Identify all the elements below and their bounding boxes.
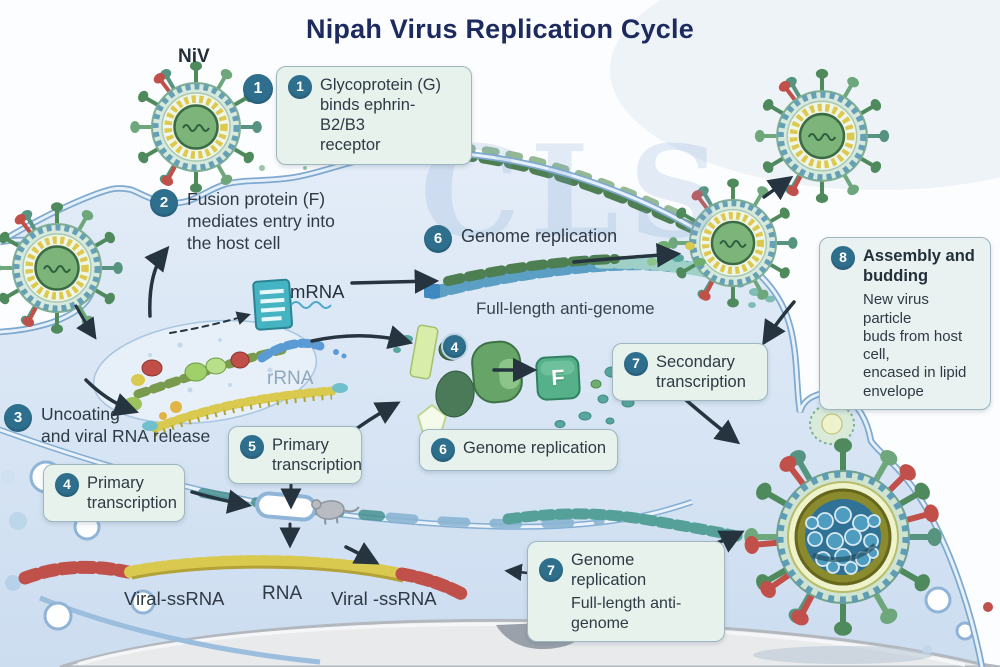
anti-genome-label: Full-length anti-genome [476,299,655,318]
mouse-figure [311,499,360,525]
viral-ssrna-right-label: Viral -ssRNA [331,588,437,609]
mrna-wave [290,301,332,309]
step5-box: 5 Primary transcription [228,426,362,485]
f-protein-label: F [550,364,566,391]
nuclear-pore [255,491,317,522]
flow-arrows [74,175,796,582]
step6-upper-label: 6 Genome replication [424,225,617,253]
mrna-label: mRNA [290,281,345,302]
step3-label: 3 Uncoating and viral RNA release [4,404,210,448]
step7-genome-badge: 7 [539,558,563,583]
step3-badge: 3 [4,404,32,432]
step7-genome-box: 7 Genome replication Full-length anti-ge… [527,541,725,643]
viral-ssrna-strand [18,555,469,601]
step1-box: 1 Glycoprotein (G) binds ephrin-B2/B3 re… [276,66,472,165]
cluster-badge: 4 [441,333,468,360]
virus-assembling-cutaway [744,438,942,635]
step1-badge-large: 1 [243,74,273,104]
bottom-genome-chain [502,508,748,543]
step6-lower-badge: 6 [431,438,455,462]
rna-label: RNA [262,583,303,604]
step2-label: 2 Fusion protein (F) mediates entry into… [150,189,335,255]
virus-shadow [753,646,933,664]
step4-box: 4 Primary transcription [43,464,185,523]
step5-text: Primary transcription [272,436,362,475]
step6-upper-text: Genome replication [461,226,618,246]
step1-badge: 1 [288,75,312,99]
mrna-icon [252,278,293,331]
step2-badge: 2 [150,189,178,217]
step7-genome-text: Genome replication [571,551,647,590]
step6-lower-text: Genome replication [463,439,607,457]
membrane-fold [39,595,321,665]
step4-badge: 4 [55,473,79,497]
step6-upper-badge: 6 [424,225,452,253]
step8-box: 8 Assembly and budding New virus particl… [819,237,991,411]
step6-lower-box: 6 Genome replication [419,429,619,471]
step7-secondary-badge: 7 [624,352,648,376]
virus-label-niv: NiV [178,46,210,67]
step7-secondary-box: 7 Secondary transcription [612,343,768,402]
step8-badge: 8 [831,246,855,270]
step8-body: New virus particle buds from host cell, … [863,291,967,400]
page-title: Nipah Virus Replication Cycle [306,14,694,44]
budding-pocket [809,403,855,445]
step1-text: Glycoprotein (G) binds ephrin-B2/B3 rece… [320,76,442,155]
step5-badge: 5 [240,435,264,459]
step4-text: Primary transcription [87,474,177,513]
viral-ssrna-left-label: Viral-ssRNA [124,588,225,609]
step3-text: Uncoating and viral RNA release [41,404,211,446]
released-rna-strand [142,338,348,437]
step7-secondary-text: Secondary transcription [656,353,746,392]
step2-text: Fusion protein (F) mediates entry into t… [187,189,335,253]
rrna-label: rRNA [267,368,314,389]
step7-genome-subtext: Full-length anti-genome [571,595,682,632]
step8-heading: Assembly and budding [863,247,975,286]
